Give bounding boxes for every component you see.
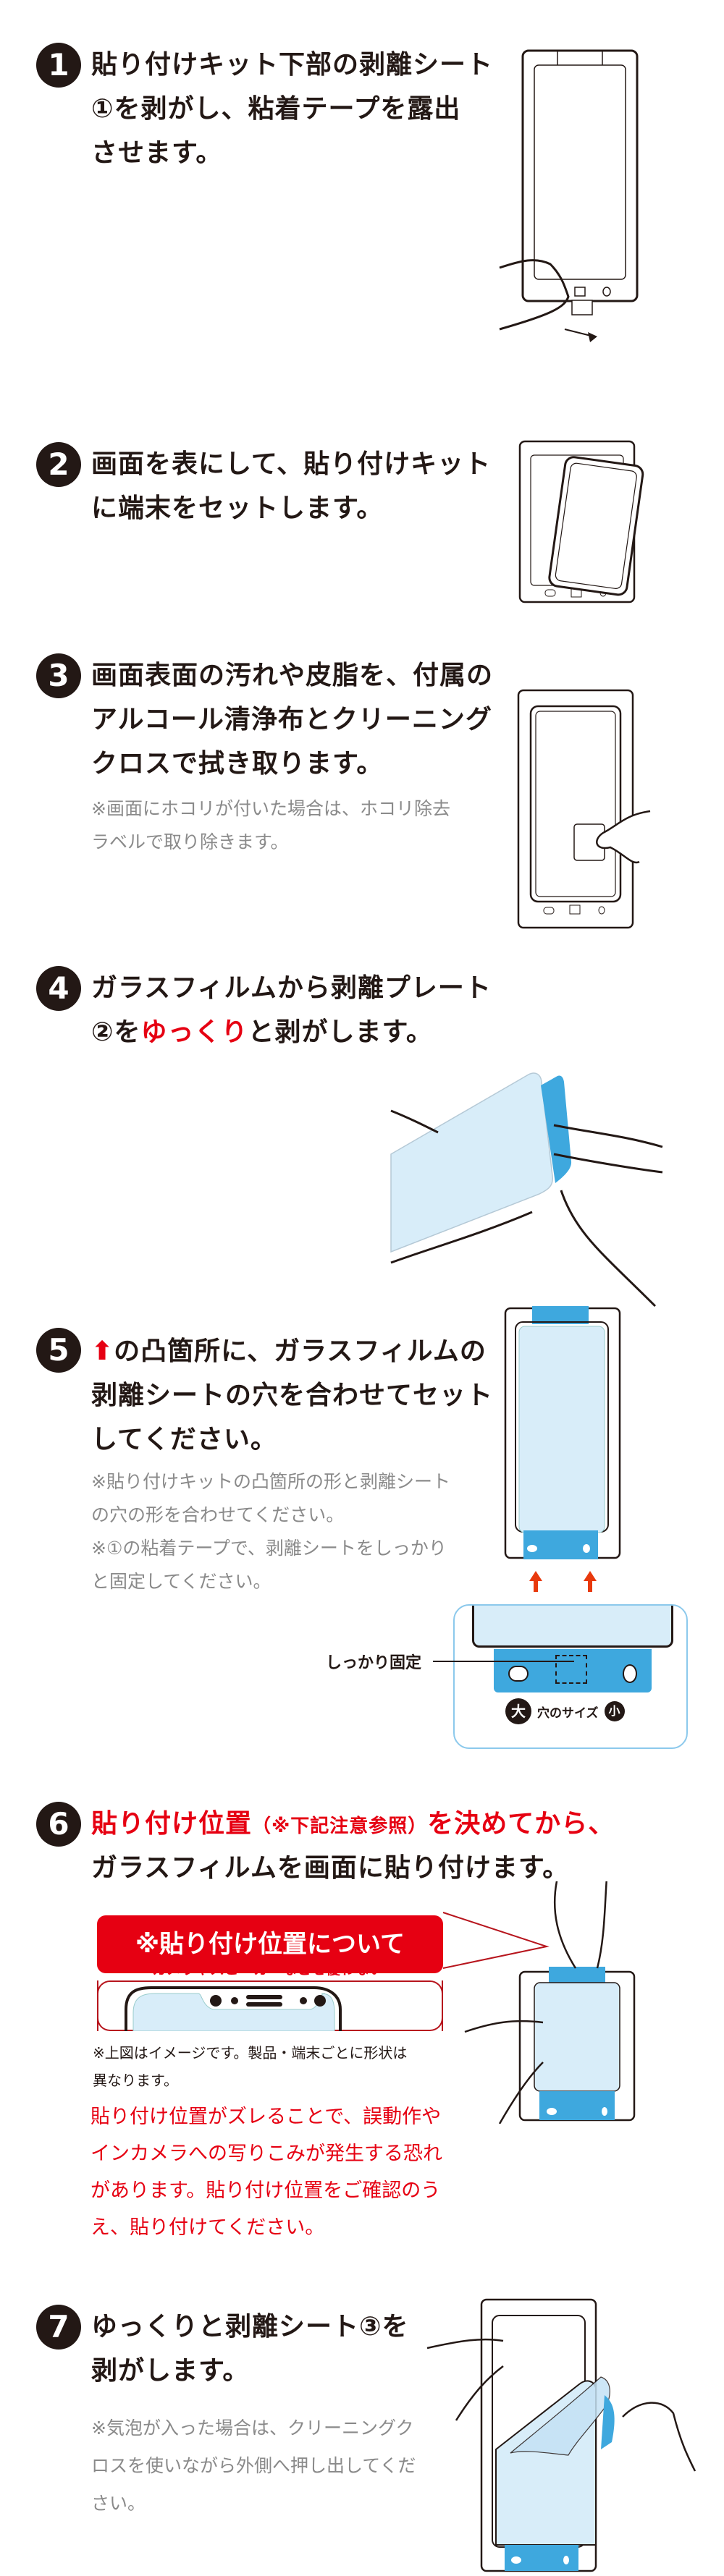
note-line: ※①の粘着テープで、剥離シートをしっかり bbox=[91, 1538, 447, 1559]
align-film-illustration bbox=[504, 1306, 621, 1592]
step-3-line: 画面表面の汚れや皮脂を、付属の bbox=[91, 661, 494, 690]
note-line: さい。 bbox=[91, 2493, 146, 2514]
step-number-1: 1 bbox=[36, 43, 81, 88]
step-5-title: ⬆の凸箇所に、ガラスフィルムの 剥離シートの穴を合わせてセット してください。 bbox=[91, 1329, 493, 1462]
step-6-title: 貼り付け位置（※下記注意参照）を決めてから、 ガラスフィルムを画面に貼り付けます… bbox=[91, 1802, 615, 1890]
step-number-3: 3 bbox=[36, 653, 81, 698]
release-sheet-tab bbox=[494, 1649, 652, 1692]
note-line: ※気泡が入った場合は、クリーニングク bbox=[91, 2418, 414, 2439]
step-2-title: 画面を表にして、貼り付けキット に端末をセットします。 bbox=[91, 442, 491, 530]
hole-size-label: 穴のサイズ bbox=[537, 1706, 599, 1721]
text: の凸箇所に、ガラスフィルムの bbox=[114, 1336, 487, 1366]
text: と剥がします。 bbox=[248, 1017, 433, 1047]
step-7-title: ゆっくりと剥離シート③を 剥がします。 bbox=[91, 2305, 408, 2393]
text: （※下記注意参照） bbox=[252, 1816, 428, 1837]
hole-size-legend: 大 穴のサイズ 小 bbox=[505, 1698, 625, 1724]
step-number-4: 4 bbox=[36, 966, 81, 1011]
note-line: ※貼り付けキットの凸箇所の形と剥離シート bbox=[91, 1471, 450, 1492]
step-5-note: ※貼り付けキットの凸箇所の形と剥離シート の穴の形を合わせてください。 ※①の粘… bbox=[91, 1465, 450, 1598]
note-line: ラベルで取り除きます。 bbox=[91, 831, 289, 852]
warning-line: があります。貼り付け位置をご確認のう bbox=[90, 2179, 441, 2202]
step-6-note: ※上図はイメージです。製品・端末ごとに形状は 異なります。 bbox=[93, 2039, 407, 2094]
text: を決めてから、 bbox=[427, 1809, 615, 1839]
small-badge: 小 bbox=[604, 1701, 625, 1721]
peel-sheet-illustration bbox=[426, 2298, 696, 2572]
large-badge: 大 bbox=[505, 1698, 531, 1724]
step-4-line: ②をゆっくりと剥がします。 bbox=[91, 1010, 492, 1054]
step-5-line: 剥離シートの穴を合わせてセット bbox=[91, 1381, 494, 1410]
fix-firmly-label: しっかり固定 bbox=[326, 1654, 422, 1672]
step-number-2: 2 bbox=[36, 442, 81, 487]
set-phone-illustration bbox=[518, 440, 644, 603]
step-3-line: クロスで拭き取ります。 bbox=[91, 749, 384, 779]
step-7-line: ゆっくりと剥離シート③を bbox=[91, 2312, 409, 2342]
text: ②を bbox=[91, 1017, 141, 1047]
warning-line: インカメラへの写りこみが発生する恐れ bbox=[90, 2143, 442, 2165]
leader-line bbox=[433, 1661, 574, 1662]
up-arrow-icon: ⬆ bbox=[91, 1336, 114, 1366]
film-edge bbox=[472, 1606, 673, 1648]
step-6-line: 貼り付け位置（※下記注意参照）を決めてから、 bbox=[91, 1802, 615, 1846]
step-1-line: させます。 bbox=[91, 138, 223, 168]
step-4-title: ガラスフィルムから剥離プレート ②をゆっくりと剥がします。 bbox=[91, 966, 492, 1054]
fixed-area bbox=[555, 1655, 587, 1684]
warning-line: え、貼り付けてください。 bbox=[90, 2216, 325, 2239]
wipe-screen-illustration bbox=[517, 689, 651, 929]
note-line: 異なります。 bbox=[93, 2072, 178, 2089]
peel-plate-illustration bbox=[390, 1072, 663, 1308]
step-7-line: 剥がします。 bbox=[91, 2356, 250, 2386]
step-number-7: 7 bbox=[36, 2305, 81, 2350]
step-3-title: 画面表面の汚れや皮脂を、付属の アルコール清浄布とクリーニング クロスで拭き取り… bbox=[91, 653, 493, 786]
step-3-note: ※画面にホコリが付いた場合は、ホコリ除去 ラベルで取り除きます。 bbox=[91, 792, 450, 859]
note-line: ※画面にホコリが付いた場合は、ホコリ除去 bbox=[91, 798, 450, 819]
warning-line: 貼り付け位置がズレることで、誤動作や bbox=[90, 2106, 442, 2128]
text: 貼り付け位置 bbox=[91, 1809, 253, 1839]
position-banner: ※貼り付け位置について bbox=[97, 1915, 443, 1973]
step-4-line: ガラスフィルムから剥離プレート bbox=[91, 973, 492, 1003]
step-number-5: 5 bbox=[36, 1328, 81, 1373]
step-5-line: してください。 bbox=[91, 1425, 277, 1454]
large-hole bbox=[508, 1666, 529, 1682]
note-line: と固定してください。 bbox=[91, 1571, 272, 1592]
step-1-title: 貼り付けキット下部の剥離シート ①を剥がし、粘着テープを露出 させます。 bbox=[91, 43, 493, 175]
notch-closeup bbox=[125, 1986, 342, 2031]
note-line: の穴の形を合わせてください。 bbox=[91, 1504, 345, 1525]
kit-peel-illustration bbox=[499, 49, 639, 342]
step-2-line: に端末をセットします。 bbox=[91, 493, 384, 523]
emphasis-slowly: ゆっくり bbox=[140, 1017, 248, 1047]
step-2-line: 画面を表にして、貼り付けキット bbox=[91, 449, 492, 479]
step-6-line: ガラスフィルムを画面に貼り付けます。 bbox=[91, 1853, 570, 1883]
notch-label: カメラやスピーカーなどを覆わない bbox=[152, 1960, 384, 1978]
step-5-line: ⬆の凸箇所に、ガラスフィルムの bbox=[91, 1329, 493, 1373]
step-1-line: 貼り付けキット下部の剥離シート bbox=[91, 50, 494, 80]
step-6-warning: 貼り付け位置がズレることで、誤動作や インカメラへの写りこみが発生する恐れ があ… bbox=[90, 2098, 442, 2246]
step-1-line: ①を剥がし、粘着テープを露出 bbox=[91, 94, 461, 124]
apply-film-illustration bbox=[442, 1881, 636, 2124]
hole-size-callout: 大 穴のサイズ 小 bbox=[453, 1604, 688, 1749]
step-7-note: ※気泡が入った場合は、クリーニングク ロスを使いながら外側へ押し出してくだ さい… bbox=[91, 2410, 416, 2522]
small-hole bbox=[623, 1664, 637, 1683]
note-line: ※上図はイメージです。製品・端末ごとに形状は bbox=[93, 2044, 408, 2062]
step-3-line: アルコール清浄布とクリーニング bbox=[91, 705, 492, 734]
step-number-6: 6 bbox=[36, 1802, 81, 1847]
